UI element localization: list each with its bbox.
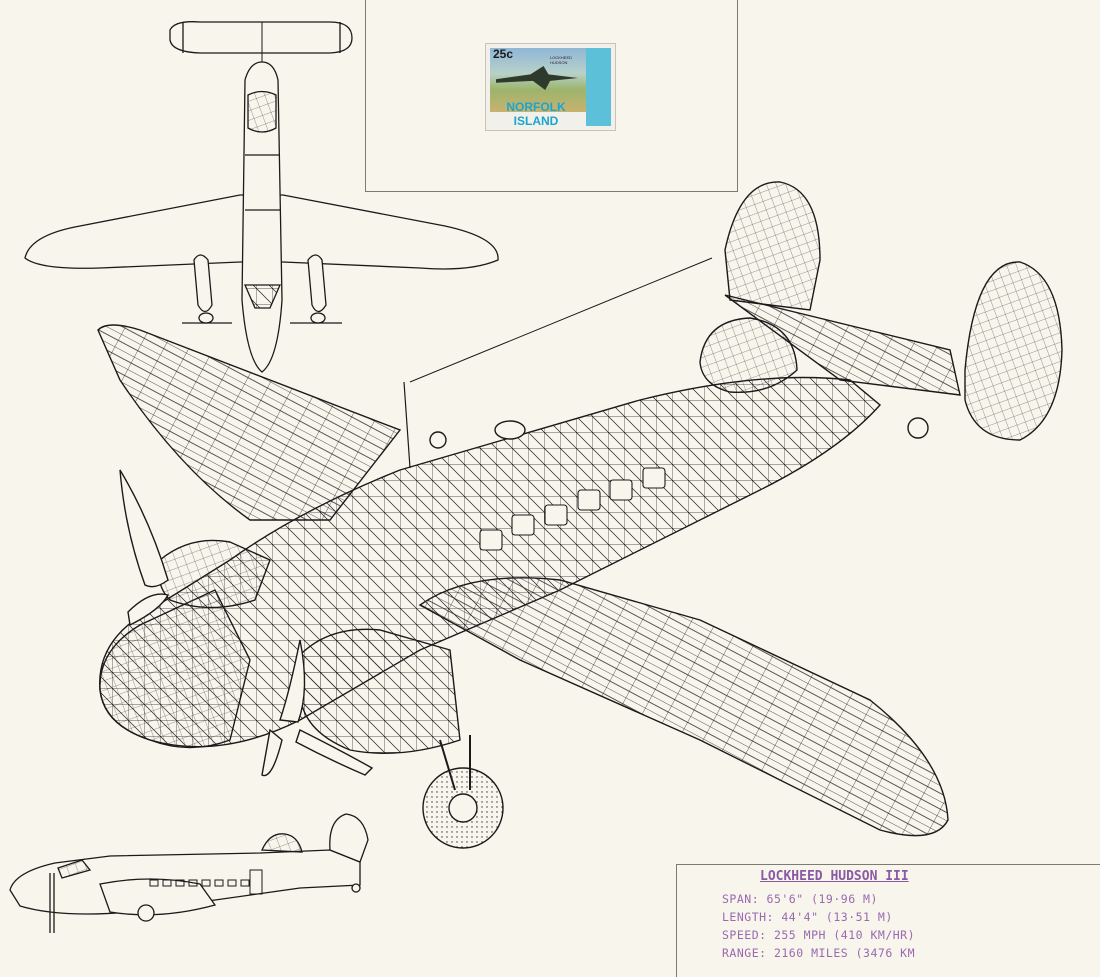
stamp-artwork: 25c LOCKHEED HUDSON xyxy=(490,48,586,112)
spec-speed: SPEED: 255 MPH (410 KM/HR) xyxy=(722,928,916,942)
plan-view-drawing xyxy=(24,21,499,373)
stamp-side-panel xyxy=(586,48,611,126)
stamp-caption: LOCKHEED HUDSON xyxy=(550,55,573,65)
postage-stamp: 25c LOCKHEED HUDSON NORFOLK ISLAND xyxy=(486,44,615,130)
spec-title: LOCKHEED HUDSON III xyxy=(760,869,909,884)
spec-frame xyxy=(676,864,1100,977)
stamp-country: NORFOLK ISLAND xyxy=(506,100,566,128)
cutaway-drawing xyxy=(97,181,1063,849)
stamp-frame xyxy=(365,0,738,192)
side-view-drawing xyxy=(9,813,369,933)
stamp-aircraft xyxy=(496,66,578,90)
spec-length: LENGTH: 44'4" (13·51 M) xyxy=(722,910,893,924)
spec-range: RANGE: 2160 MILES (3476 KM xyxy=(722,946,916,960)
spec-span: SPAN: 65'6" (19·96 M) xyxy=(722,892,878,906)
stamp-value: 25c xyxy=(493,48,514,61)
